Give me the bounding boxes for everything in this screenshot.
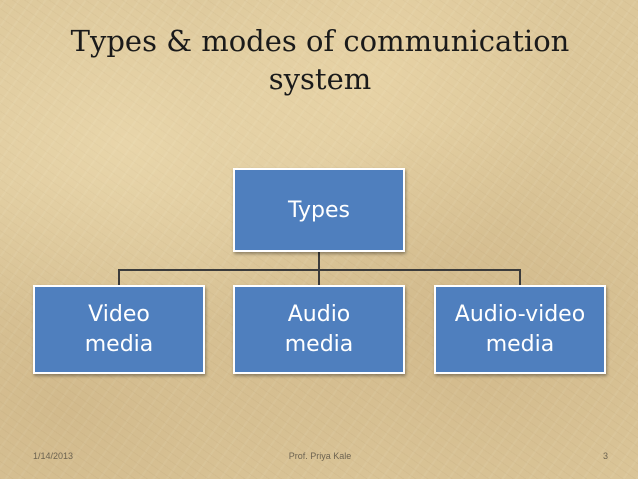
node-video-media: Video media	[33, 285, 205, 374]
slide-title: Types & modes of communication system	[70, 24, 570, 96]
footer-author: Prof. Priya Kale	[288, 451, 352, 461]
node-video-media-label: Video media	[84, 301, 154, 357]
node-types-label: Types	[288, 197, 350, 223]
node-audio-video-media-label: Audio-video media	[454, 301, 586, 357]
footer-date: 1/14/2013	[33, 451, 74, 461]
node-audio-media: Audio media	[233, 285, 405, 374]
node-types: Types	[233, 168, 405, 252]
footer-page-number: 3	[602, 451, 608, 461]
node-audio-video-media: Audio-video media	[434, 285, 606, 374]
node-audio-media-label: Audio media	[284, 301, 354, 357]
